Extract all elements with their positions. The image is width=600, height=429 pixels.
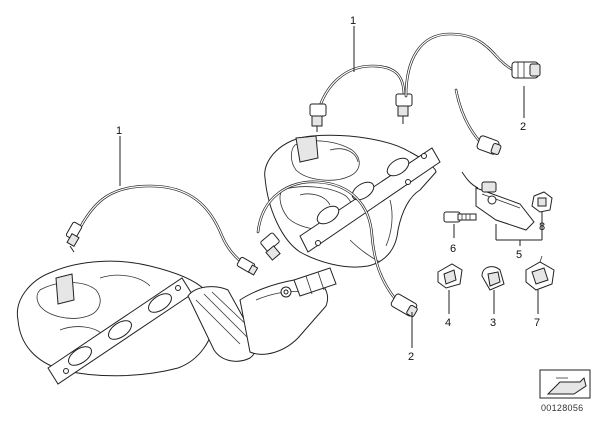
diagram-code: 00128056: [541, 403, 583, 413]
connector-upper-right: [511, 61, 541, 79]
screw-part: [443, 211, 477, 223]
callout-clip-7: 7: [534, 317, 540, 329]
exhaust-manifold-front: [16, 260, 216, 385]
callout-clip-4: 4: [445, 317, 451, 329]
clip-part-7: [525, 255, 555, 291]
callout-cable-front: 1: [116, 125, 122, 137]
oxygen-sensor-rear-right: [395, 93, 413, 124]
oxygen-sensor-cable-front: [65, 184, 259, 276]
callout-bracket: 5: [516, 249, 522, 261]
clip-part-4: [437, 263, 463, 289]
oxygen-sensor-lower: [260, 232, 281, 261]
exhaust-manifold-rear: [264, 134, 441, 268]
callout-cable-rear: 1: [350, 15, 356, 27]
oxygen-sensor-front: [65, 221, 83, 253]
clip-part-3: [481, 266, 505, 291]
connector-mid-right: [476, 135, 502, 156]
bracket-part: [461, 171, 535, 231]
sensor-cable-upper-right: [404, 32, 541, 156]
callout-sensor-lower: 2: [408, 351, 414, 363]
leader-lines: [119, 26, 543, 348]
catalytic-converter: [187, 267, 337, 362]
nut-part: [531, 191, 553, 213]
callout-labels: 1 1 2 2 6 5 8 4 3 7: [116, 15, 545, 363]
connector-front-cable: [236, 256, 259, 276]
callout-clip-3: 3: [490, 317, 496, 329]
callout-screw: 6: [450, 243, 456, 255]
callout-sensor-upper-right: 2: [520, 121, 526, 133]
callout-nut: 8: [539, 221, 545, 233]
wrench-arrow-icon: [539, 369, 591, 399]
oxygen-sensor-rear-left: [309, 103, 327, 132]
connector-lower: [390, 293, 418, 318]
sensor-cable-lower: [256, 180, 418, 318]
oxygen-sensor-cable-rear: [309, 64, 413, 132]
